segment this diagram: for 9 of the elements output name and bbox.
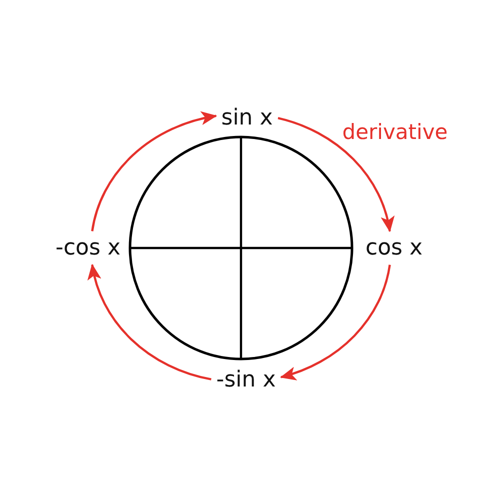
curved-arrow xyxy=(278,117,394,232)
curved-arrow xyxy=(91,112,218,232)
function-label: sin x xyxy=(220,105,274,131)
curved-arrow xyxy=(88,264,212,380)
function-label: -sin x xyxy=(215,367,277,393)
function-label: cos x xyxy=(364,235,424,261)
curved-arrow xyxy=(280,264,391,380)
function-label: -cos x xyxy=(54,235,122,261)
edge-label: derivative xyxy=(342,120,448,144)
